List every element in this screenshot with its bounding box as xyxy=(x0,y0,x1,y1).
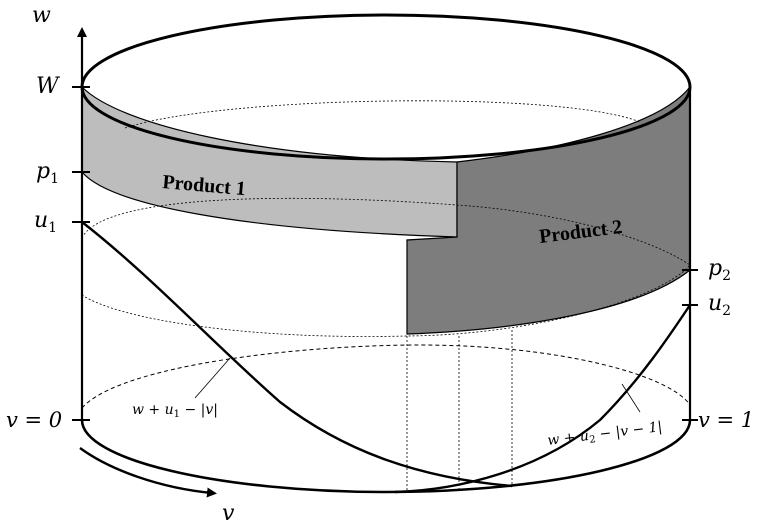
utility-curve-1 xyxy=(81,221,513,488)
label-p2: p2 xyxy=(708,256,731,284)
label-v0: v = 0 xyxy=(6,408,62,432)
curve2-expression: w + u2 − |v − 1| xyxy=(547,419,664,451)
curve2-leader xyxy=(621,383,641,413)
label-u1: u1 xyxy=(34,208,57,236)
label-v1: v = 1 xyxy=(698,408,754,432)
label-p1: p1 xyxy=(36,159,59,187)
v-axis-label: v xyxy=(222,501,235,526)
label-u2: u2 xyxy=(708,291,731,319)
product1-region xyxy=(81,85,458,238)
u1-level-ellipse xyxy=(81,197,691,337)
top-back-ellipse xyxy=(124,100,641,129)
product2-region xyxy=(406,85,691,335)
base-back-ellipse xyxy=(81,344,691,409)
base-front-ellipse xyxy=(80,419,692,494)
curve1-expression: w + u1 − |v| xyxy=(132,402,218,420)
curve1-leader xyxy=(194,357,231,399)
cylinder-top-ellipse xyxy=(80,13,692,161)
label-W: W xyxy=(36,74,61,99)
w-axis-label: w xyxy=(32,3,51,28)
v-axis-arrow xyxy=(79,447,217,498)
utility-curve-2 xyxy=(394,304,691,494)
